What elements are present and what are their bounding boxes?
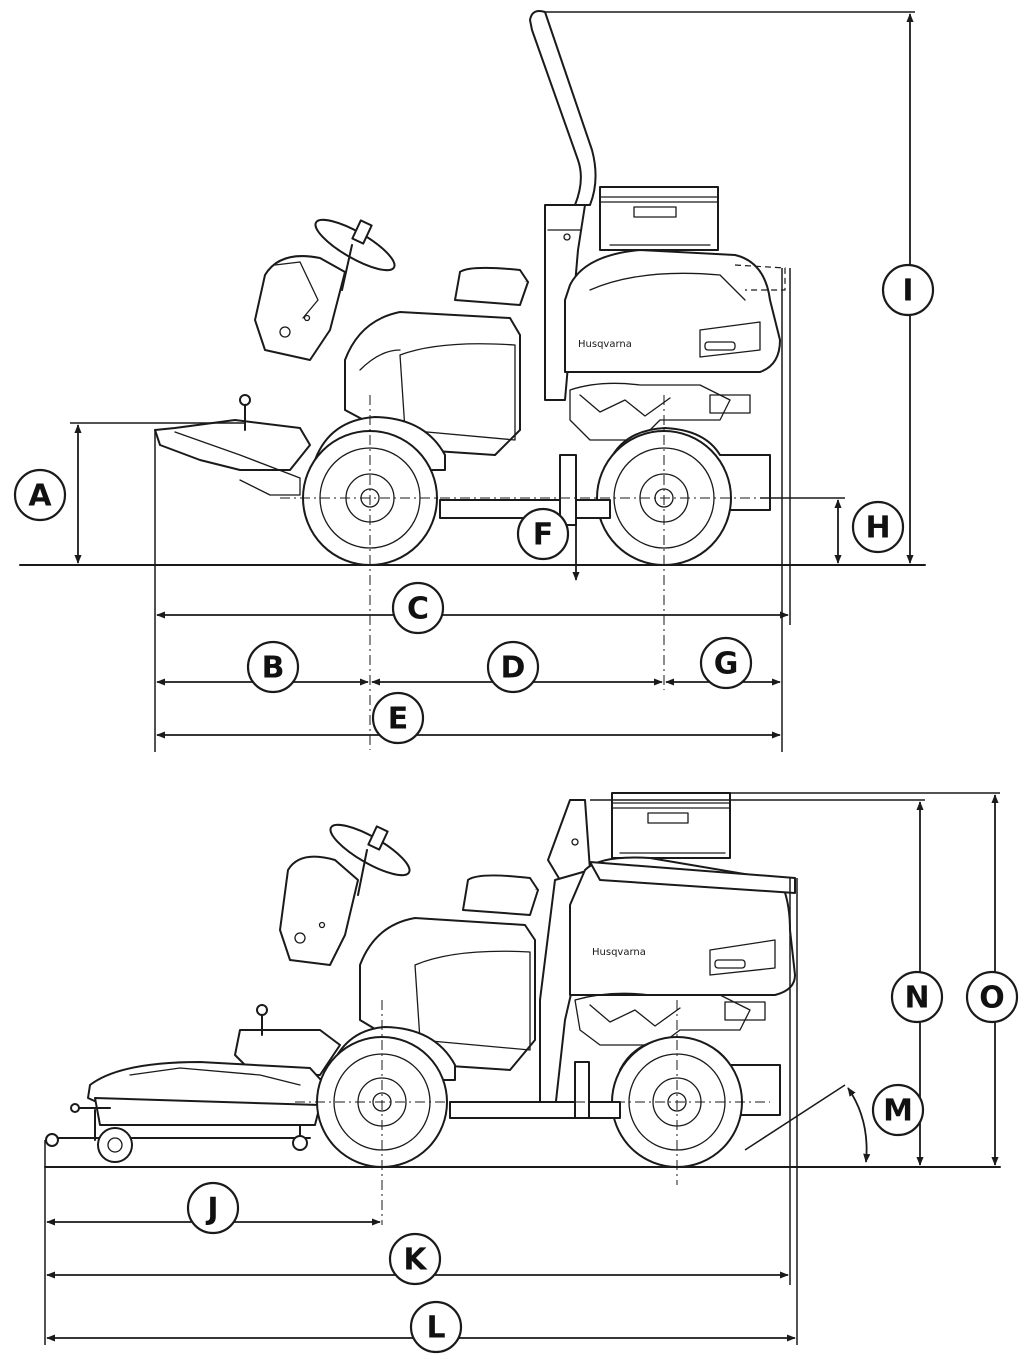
label-A: A [13,468,67,522]
steering-wheel-bottom [329,823,411,896]
svg-text:M: M [883,1094,913,1129]
rops-bar [529,10,597,206]
svg-text:E: E [388,702,409,737]
label-K: K [388,1232,442,1286]
front-cowl-bottom [279,855,359,966]
svg-text:D: D [501,651,526,686]
svg-text:I: I [902,274,913,309]
label-E: E [371,691,425,745]
storage-box-top [599,186,719,251]
svg-text:C: C [407,592,429,627]
svg-text:A: A [28,479,52,514]
label-B: B [246,640,300,694]
svg-text:F: F [533,518,554,553]
front-cowl-top [254,255,346,361]
label-G: G [699,636,753,690]
label-O: O [965,970,1019,1024]
steering-wheel-top [314,218,396,291]
svg-text:K: K [403,1243,428,1278]
mower-side-view-bottom: Husqvarna [44,792,1001,1225]
label-H: H [851,500,905,554]
label-L: L [409,1300,463,1354]
svg-text:B: B [262,651,285,686]
label-I: I [881,263,935,317]
label-J: J [186,1181,240,1235]
brand-logo-top: Husqvarna [578,339,632,350]
mower-deck [45,1061,331,1163]
svg-text:G: G [714,647,739,682]
svg-text:H: H [865,511,890,546]
label-M: M [871,1083,925,1137]
label-D: D [486,640,540,694]
svg-text:J: J [205,1192,218,1227]
brand-logo-bottom: Husqvarna [592,947,646,958]
label-F: F [516,507,570,561]
label-N: N [890,970,944,1024]
mower-side-view-top: Husqvarna [19,10,926,750]
svg-text:O: O [979,981,1005,1016]
svg-text:N: N [904,981,929,1016]
front-hitch-top [154,419,311,471]
storage-box-bottom [611,792,731,859]
label-C: C [391,581,445,635]
svg-text:L: L [426,1311,445,1346]
engine-hood-top [564,249,781,373]
